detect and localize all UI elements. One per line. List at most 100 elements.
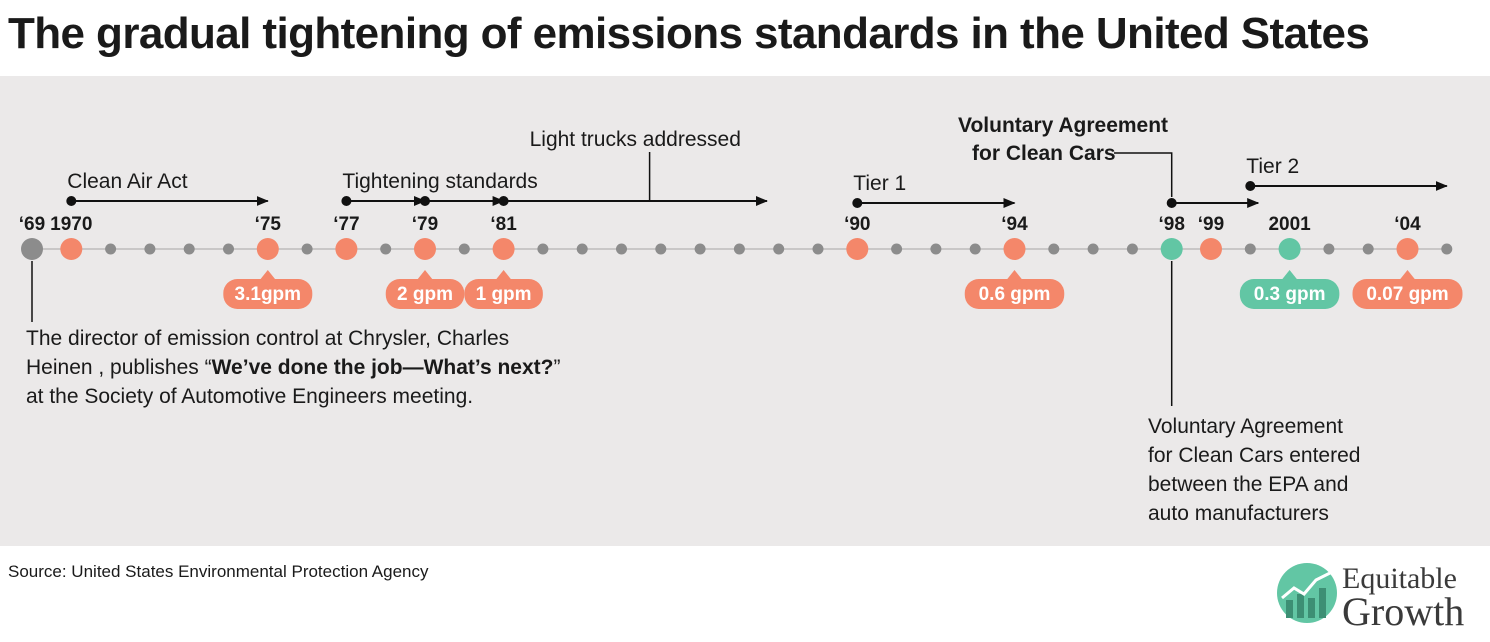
year-dot — [694, 243, 706, 255]
badge-1975: 3.1gpm — [223, 270, 313, 309]
year-dot — [655, 243, 667, 255]
period-label-1: Tightening standards — [342, 170, 537, 193]
badge-shape — [1239, 279, 1340, 309]
source-note: Source: United States Environmental Prot… — [8, 562, 429, 581]
year-dot — [969, 243, 981, 255]
voluntary-agreement-note: Voluntary Agreement for Clean Cars enter… — [1148, 412, 1478, 528]
year-dot — [458, 243, 470, 255]
chrysler-note: The director of emission control at Chry… — [26, 324, 646, 411]
year-label-1975: ‘75 — [255, 214, 282, 235]
vacc-note-line4: auto manufacturers — [1148, 502, 1329, 525]
badge-pointer — [1281, 270, 1298, 280]
year-dot — [1048, 243, 1060, 255]
year-dot — [1323, 243, 1335, 255]
year-dot — [223, 243, 234, 255]
marker-1977 — [335, 238, 358, 260]
year-dot — [930, 243, 942, 255]
badge-1981: 1 gpm — [464, 270, 543, 309]
year-dot — [1362, 243, 1374, 255]
year-dot — [616, 243, 627, 255]
year-dot — [1126, 243, 1138, 255]
marker-1998 — [1160, 238, 1183, 260]
equitable-growth-logo: Equitable Growth — [1276, 562, 1490, 634]
badge-pointer — [495, 270, 512, 280]
chrysler-note-line1: The director of emission control at Chry… — [26, 327, 510, 350]
logo-mark-icon — [1277, 563, 1337, 623]
vacc-note-line2: for Clean Cars entered — [1148, 444, 1361, 467]
badge-label: 0.6 gpm — [979, 284, 1051, 305]
badge-pointer — [1399, 270, 1416, 280]
period-label-0: Clean Air Act — [67, 170, 187, 193]
chrysler-note-line2-post: ” — [553, 356, 561, 379]
badge-shape — [1352, 279, 1463, 309]
badge-pointer — [259, 270, 276, 280]
marker-1994 — [1003, 238, 1026, 260]
year-label-1977: ‘77 — [333, 214, 359, 235]
badge-pointer — [417, 270, 433, 280]
year-dot — [812, 243, 824, 255]
year-label-1990: ‘90 — [844, 214, 870, 235]
year-label-1999: ‘99 — [1198, 214, 1224, 235]
marker-1999 — [1200, 238, 1222, 260]
year-dot — [144, 243, 156, 255]
marker-1970 — [60, 238, 83, 260]
logo-word-equitable: Equitable — [1342, 562, 1457, 595]
year-label-1981: ‘81 — [490, 214, 517, 235]
badge-shape — [223, 279, 313, 309]
year-dot — [733, 243, 745, 255]
badge-label: 2 gpm — [397, 284, 453, 305]
year-dot — [183, 243, 195, 255]
year-label-2001: 2001 — [1268, 214, 1311, 235]
year-label-1994: ‘94 — [1001, 214, 1028, 235]
badge-shape — [385, 279, 465, 309]
badge-label: 3.1gpm — [235, 284, 302, 305]
year-label-1970: 1970 — [50, 214, 92, 235]
callout-line1: Voluntary Agreement — [958, 114, 1168, 137]
marker-2004 — [1396, 238, 1419, 260]
callout-leader — [1114, 152, 1173, 197]
year-dot — [105, 243, 117, 255]
year-dot — [537, 243, 549, 255]
marker-1979 — [414, 238, 436, 260]
badge-2004: 0.07 gpm — [1352, 270, 1463, 309]
year-label-1969: ‘69 — [19, 214, 45, 235]
chrysler-note-line2-pre: Heinen , publishes “ — [26, 356, 212, 379]
badge-label: 0.3 gpm — [1254, 284, 1326, 305]
year-dot — [773, 243, 785, 255]
badge-label: 1 gpm — [476, 284, 532, 305]
marker-1975 — [256, 238, 279, 260]
chrysler-note-publication-title: We’ve done the job—What’s next? — [211, 356, 554, 379]
marker-1981 — [492, 238, 515, 260]
year-dot — [301, 243, 313, 255]
year-label-1998: ‘98 — [1158, 214, 1184, 235]
marker-1990 — [846, 238, 869, 260]
badge-pointer — [1006, 270, 1023, 280]
year-label-1979: ‘79 — [412, 214, 438, 235]
logo-word-growth: Growth — [1342, 589, 1465, 634]
year-dot — [891, 243, 903, 255]
badge-2001: 0.3 gpm — [1239, 270, 1340, 309]
vacc-note-line1: Voluntary Agreement — [1148, 415, 1343, 438]
callout-line2: for Clean Cars — [972, 142, 1116, 165]
period-label-4: Tier 1 — [853, 172, 906, 195]
badge-1994: 0.6 gpm — [964, 270, 1065, 309]
marker-2001 — [1278, 238, 1301, 260]
period-label-3: Light trucks addressed — [530, 128, 741, 151]
badge-1979: 2 gpm — [385, 270, 465, 309]
badge-shape — [964, 279, 1065, 309]
badge-label: 0.07 gpm — [1366, 284, 1448, 305]
year-label-2004: ‘04 — [1394, 214, 1421, 235]
year-dot — [1441, 243, 1453, 255]
period-label-6: Tier 2 — [1246, 155, 1299, 178]
year-dot — [1244, 243, 1256, 255]
vacc-note-line3: between the EPA and — [1148, 473, 1349, 496]
year-dot — [380, 243, 392, 255]
year-dot — [1087, 243, 1099, 255]
chrysler-note-line3: at the Society of Automotive Engineers m… — [26, 385, 474, 408]
year-dot — [576, 243, 588, 255]
chart-title: The gradual tightening of emissions stan… — [8, 9, 1370, 58]
badge-shape — [464, 279, 543, 309]
marker-1969 — [21, 238, 43, 260]
